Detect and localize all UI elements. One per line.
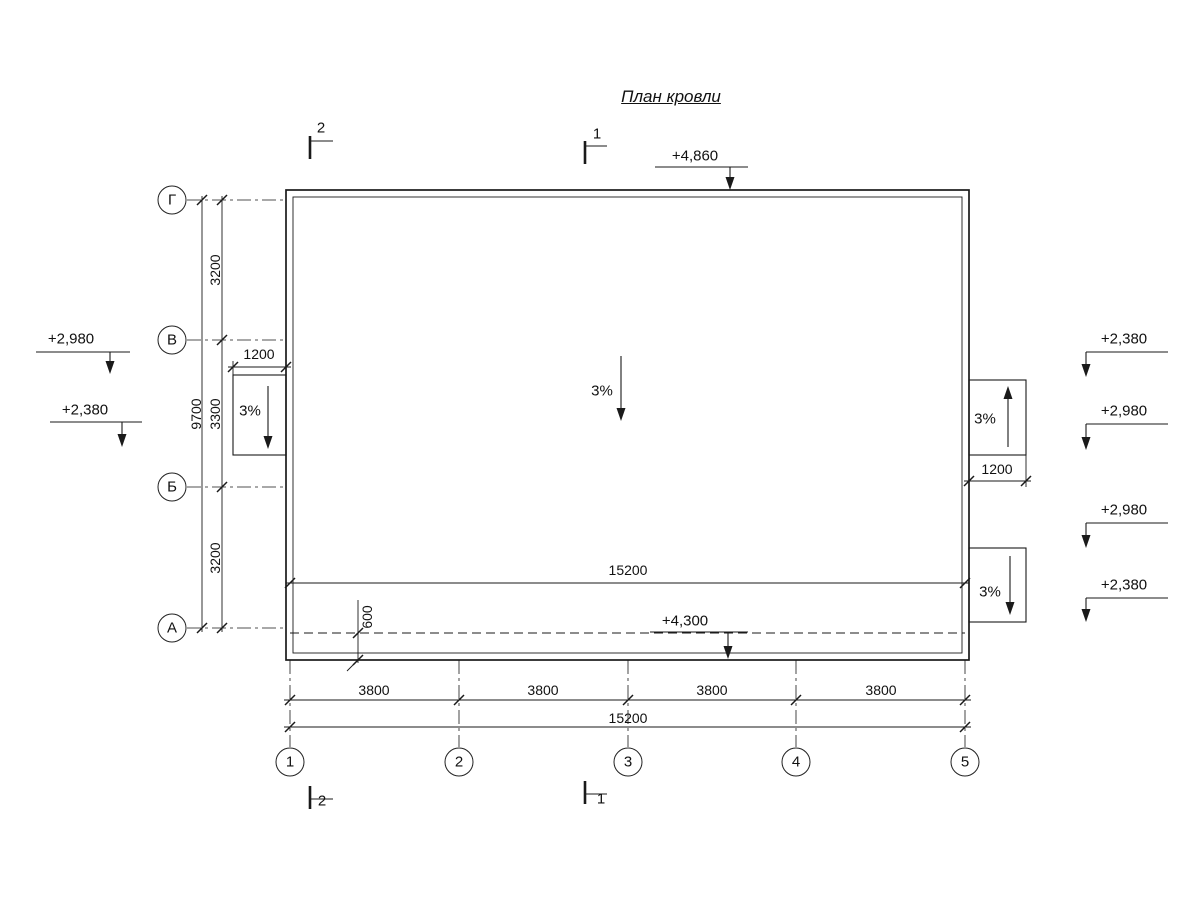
slope-right-lower-label: 3% bbox=[979, 583, 1001, 601]
elevation-left-lower: +2,380 bbox=[61, 401, 109, 419]
axis-row-g: Г bbox=[157, 185, 187, 215]
right-canopy-dimension bbox=[963, 455, 1032, 487]
bottom-dimension-lines bbox=[284, 694, 971, 733]
right-lower-canopy bbox=[968, 547, 1027, 623]
slope-arrows bbox=[263, 356, 1015, 615]
elevation-marks bbox=[36, 166, 1168, 659]
right-upper-canopy bbox=[968, 379, 1027, 456]
axis-col-3: 3 bbox=[613, 747, 643, 777]
dim-eaves-overhang: 600 bbox=[359, 605, 375, 629]
inner-width-dimension bbox=[284, 577, 971, 589]
dim-bottom-total: 15200 bbox=[608, 710, 648, 726]
dim-bottom-3: 3800 bbox=[696, 682, 728, 698]
elevation-eaves-inner: +4,300 bbox=[661, 612, 709, 630]
axis-col-2: 2 bbox=[444, 747, 474, 777]
dim-vertical-2: 3300 bbox=[207, 398, 223, 430]
section-1-top-label: 1 bbox=[592, 125, 602, 143]
elevation-roof-top: +4,860 bbox=[671, 147, 719, 165]
slope-main-label: 3% bbox=[591, 382, 613, 400]
axis-col-1: 1 bbox=[275, 747, 305, 777]
left-canopy bbox=[232, 374, 287, 456]
drawing-title: План кровли bbox=[621, 87, 721, 106]
section-marks bbox=[308, 136, 607, 809]
dim-bottom-1: 3800 bbox=[358, 682, 390, 698]
section-2-top-label: 2 bbox=[316, 119, 326, 137]
dim-right-canopy: 1200 bbox=[981, 461, 1013, 477]
elevation-right-1: +2,380 bbox=[1100, 330, 1148, 348]
left-canopy-dimension bbox=[227, 361, 292, 375]
axis-col-4: 4 bbox=[781, 747, 811, 777]
dim-inner-width: 15200 bbox=[608, 562, 648, 578]
left-dimension-lines bbox=[196, 194, 228, 634]
axis-col-5: 5 bbox=[950, 747, 980, 777]
section-1-bottom-label: 1 bbox=[596, 790, 606, 808]
slope-right-upper-label: 3% bbox=[974, 410, 996, 428]
section-2-bottom-label: 2 bbox=[317, 792, 327, 810]
elevation-left-upper: +2,980 bbox=[47, 330, 95, 348]
dim-left-canopy: 1200 bbox=[243, 346, 275, 362]
slope-left-canopy-label: 3% bbox=[239, 402, 261, 420]
grid-lines bbox=[187, 199, 966, 747]
dim-vertical-3: 3200 bbox=[207, 542, 223, 574]
dim-vertical-1: 3200 bbox=[207, 254, 223, 286]
building-outline bbox=[285, 189, 970, 661]
elevation-right-4: +2,380 bbox=[1100, 576, 1148, 594]
dim-vertical-total: 9700 bbox=[188, 398, 204, 430]
axis-row-v: В bbox=[157, 325, 187, 355]
dim-bottom-2: 3800 bbox=[527, 682, 559, 698]
axis-row-b: Б bbox=[157, 472, 187, 502]
dim-bottom-4: 3800 bbox=[865, 682, 897, 698]
elevation-right-3: +2,980 bbox=[1100, 501, 1148, 519]
overhang-dimension bbox=[346, 600, 364, 672]
elevation-right-2: +2,980 bbox=[1100, 402, 1148, 420]
axis-row-a: А bbox=[157, 613, 187, 643]
